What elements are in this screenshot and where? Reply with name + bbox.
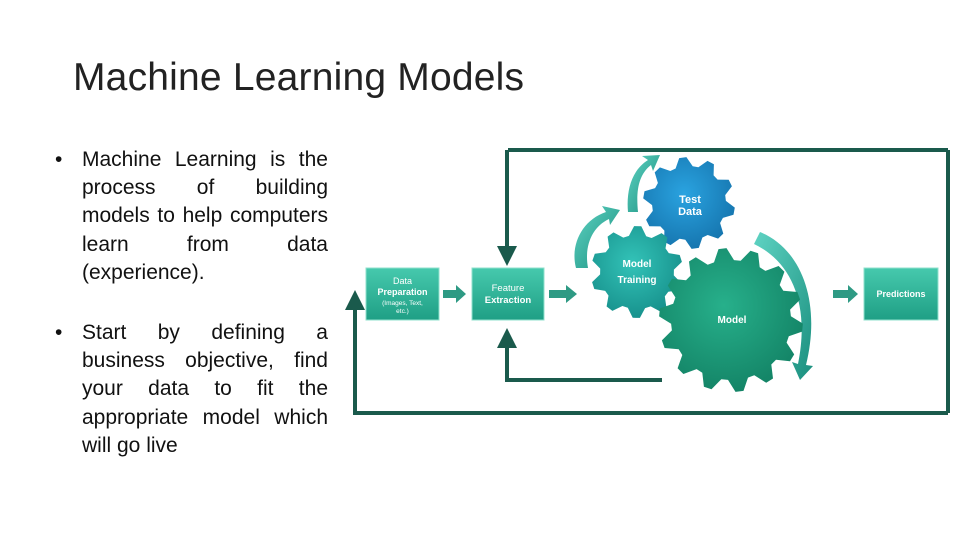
- model-training-line2: Training: [618, 275, 657, 286]
- arrow-right-icon: [549, 285, 577, 303]
- data-preparation-box: Data Preparation (Images, Text, etc.): [366, 268, 439, 320]
- data-prep-line4: etc.): [396, 308, 409, 315]
- inner-loop-arrow: [507, 338, 662, 380]
- arrow-right-icon: [833, 285, 858, 303]
- predictions-box: Predictions: [864, 268, 938, 320]
- feature-extraction-box: Feature Extraction: [472, 268, 544, 320]
- model-gear-label: Model: [718, 315, 747, 326]
- feature-line1: Feature: [492, 283, 525, 294]
- bottom-loop-line: [355, 300, 948, 413]
- arrow-right-icon: [443, 285, 466, 303]
- predictions-label: Predictions: [876, 289, 925, 299]
- data-prep-line2: Preparation: [377, 287, 427, 297]
- data-prep-line3: (Images, Text,: [382, 300, 423, 307]
- test-data-line2: Data: [678, 206, 703, 218]
- feature-line2: Extraction: [485, 295, 532, 306]
- data-prep-line1: Data: [393, 276, 412, 286]
- model-training-line1: Model: [623, 259, 652, 270]
- test-data-line1: Test: [679, 194, 701, 206]
